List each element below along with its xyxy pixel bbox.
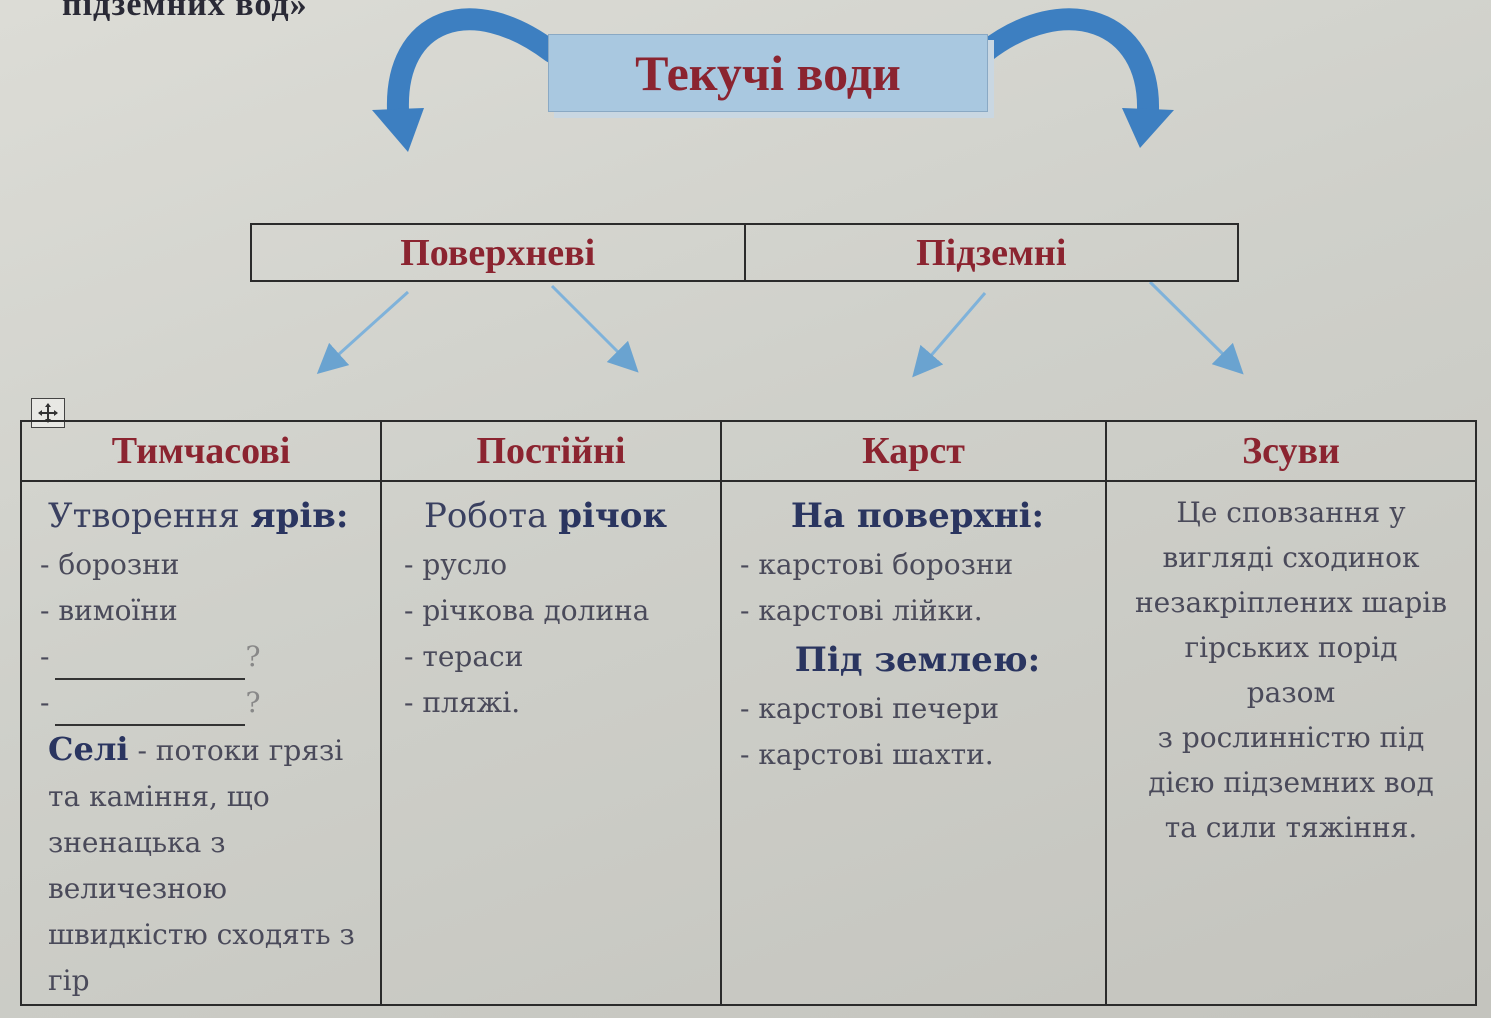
sel-line: швидкістю сходять з [48, 918, 355, 951]
water-types-table: Поверхневі Підземні [250, 223, 1239, 282]
curved-arrow-left-head-icon [372, 108, 424, 152]
list-item: - річкова долина [404, 594, 650, 627]
blank-line-2: -? [40, 680, 370, 726]
table-header-row: Тимчасові Постійні Карст Зсуви [20, 420, 1477, 482]
col-header-landslides: Зсуви [1105, 420, 1477, 482]
arrow-to-karst-icon [912, 292, 987, 378]
list-item: - вимоїни [40, 594, 178, 627]
sel-line: зненацька з [48, 826, 226, 859]
karst-under-heading: Під землею: [794, 640, 1041, 680]
list-item: - карстові шахти. [740, 738, 994, 771]
sel-line: гір [48, 964, 90, 997]
landslide-line: Це сповзання у [1176, 496, 1406, 529]
title-text: Текучі води [635, 45, 901, 101]
permanent-heading: Робота річок [424, 496, 667, 536]
sel-definition: Селі - потоки грязі [48, 730, 344, 768]
list-item: - борозни [40, 548, 180, 581]
arrow-to-temporary-icon [316, 290, 410, 375]
sel-line: та каміння, що [48, 780, 270, 813]
landslide-line: незакріплених шарів [1135, 586, 1447, 619]
blank-line-1: -? [40, 634, 370, 680]
col-header-permanent: Постійні [380, 420, 722, 482]
cell-temporary: Утворення ярів: - борозни - вимоїни -? -… [20, 480, 382, 1006]
cell-landslides: Це сповзання у вигляді сходинок незакріп… [1105, 480, 1477, 1006]
curved-arrow-right-icon [974, 8, 1160, 121]
type-surface: Поверхневі [400, 231, 596, 274]
list-item: - тераси [404, 640, 524, 673]
karst-surface-heading: На поверхні: [790, 496, 1045, 536]
landslide-line: гірських порід [1184, 631, 1398, 664]
sel-line: величезною [48, 872, 228, 905]
main-table: Тимчасові Постійні Карст Зсуви Утворення… [20, 420, 1477, 1006]
type-underground: Підземні [743, 225, 1238, 280]
cell-karst: На поверхні: - карстові борозни - карсто… [720, 480, 1107, 1006]
col-header-temporary: Тимчасові [20, 420, 382, 482]
list-item: - пляжі. [404, 686, 521, 719]
top-fragment-text: підземних вод» [62, 0, 308, 23]
landslide-line: вигляді сходинок [1162, 541, 1420, 574]
list-item: - карстові борозни [740, 548, 1014, 581]
cell-permanent: Робота річок - русло - річкова долина - … [380, 480, 722, 1006]
landslide-line: дією підземних вод [1148, 766, 1434, 799]
curved-arrow-right-head-icon [1122, 108, 1174, 148]
list-item: - русло [404, 548, 508, 581]
list-item: - карстові печери [740, 692, 1000, 725]
table-body-row: Утворення ярів: - борозни - вимоїни -? -… [20, 480, 1477, 1006]
title-box: Текучі води [548, 34, 988, 112]
list-item: - карстові лійки. [740, 594, 983, 627]
arrow-to-landslides-icon [1148, 280, 1244, 375]
curved-arrow-left-icon [386, 8, 563, 121]
col-header-karst: Карст [720, 420, 1107, 482]
landslide-line: разом [1246, 676, 1336, 709]
temporary-heading: Утворення ярів: [48, 496, 349, 536]
landslide-line: з рослинністю під [1157, 721, 1425, 754]
landslide-line: та сили тяжіння. [1164, 811, 1418, 844]
arrow-to-permanent-icon [550, 284, 639, 373]
